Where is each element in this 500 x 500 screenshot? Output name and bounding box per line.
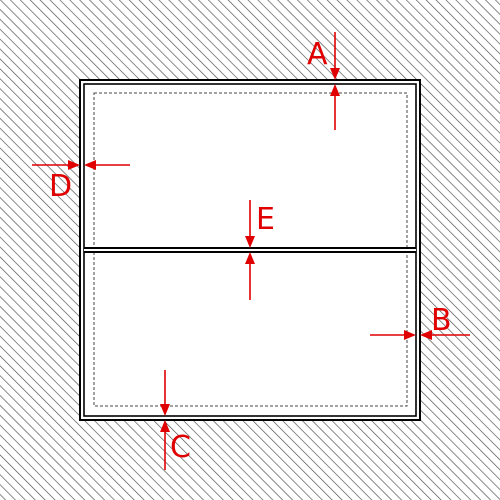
- dimension-marker-d: [32, 160, 130, 170]
- dimension-marker-b: [370, 330, 470, 340]
- dimension-marker-e: [245, 200, 255, 300]
- marker-label-c: C: [170, 430, 191, 465]
- marker-label-a: A: [307, 37, 328, 72]
- dimension-marker-c: [160, 370, 170, 470]
- dimension-marker-a: [330, 32, 340, 130]
- mullion-gap: [84, 248, 416, 251]
- marker-label-d: D: [49, 169, 72, 204]
- marker-label-e: E: [256, 202, 275, 237]
- marker-label-b: B: [431, 303, 452, 338]
- outer-frame: [79, 79, 421, 421]
